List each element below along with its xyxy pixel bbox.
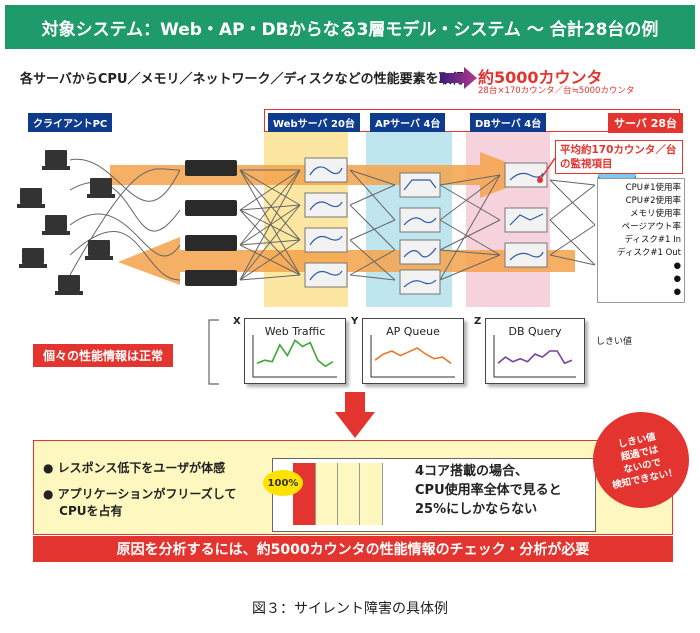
- core-explanation: 4コア搭載の場合、 CPU使用率全体で見ると 25%にしかならない: [415, 462, 562, 519]
- chart-title: DB Query: [508, 325, 562, 338]
- counter-sub: 28台×170カウンタ／台≒5000カウンタ: [478, 86, 635, 96]
- chart-line-web: [252, 335, 337, 378]
- chart-axis: [493, 335, 576, 378]
- cpu-core-idle: [359, 463, 383, 525]
- chart-web-traffic: Web Traffic: [244, 318, 346, 384]
- metric-item: ページアウト率: [621, 222, 681, 232]
- normal-status-label: 個々の性能情報は正常: [33, 344, 174, 367]
- cpu-core-idle: [337, 463, 360, 525]
- chart-line-db: [493, 335, 576, 378]
- bullet-response: ● レスポンス低下をユーザが体感: [43, 461, 226, 475]
- down-arrow-icon: [335, 392, 375, 438]
- server-total-label: サーバ 28台: [608, 113, 684, 133]
- bullet-freeze: ● アプリケーションがフリーズして: [43, 487, 237, 501]
- client-laptops: [17, 150, 115, 295]
- threshold-label: しきい値: [596, 337, 633, 347]
- cpu-panel: [272, 458, 596, 532]
- metric-item: ディスク#1 In: [624, 235, 681, 245]
- conclusion-banner: 原因を分析するには、約5000カウンタの性能情報のチェック・分析が必要: [33, 536, 673, 562]
- page-title: 対象システム：Web・AP・DBからなる3層モデル・システム ～ 合計28台の例: [41, 19, 659, 40]
- chart-line-ap: [370, 335, 455, 378]
- metric-item: メモリ使用率: [629, 209, 681, 219]
- chart-title: AP Queue: [386, 325, 440, 338]
- metric-item: ●: [673, 274, 681, 284]
- chart-bracket: [208, 319, 219, 385]
- client-pc-label: クライアントPC: [28, 113, 113, 132]
- core-line: 4コア搭載の場合、: [415, 464, 529, 479]
- server-units: [304, 157, 548, 295]
- axis-letter-z: Z: [474, 316, 482, 327]
- chart-ap-queue: AP Queue: [362, 318, 464, 384]
- cpu-core-idle: [315, 463, 338, 525]
- response-arrow: [118, 237, 575, 285]
- metric-item: ●: [673, 287, 681, 297]
- chart-title: Web Traffic: [264, 325, 326, 338]
- chart-axis: [252, 335, 337, 378]
- chart-axis: [370, 335, 455, 378]
- metric-item: ディスク#1 Out: [616, 248, 681, 258]
- counter-main: 約5000カウンタ: [478, 68, 603, 87]
- metric-item: CPU#1使用率: [625, 183, 681, 193]
- chart-series-line: [374, 347, 452, 364]
- title-bar: 対象システム：Web・AP・DBからなる3層モデル・システム ～ 合計28台の例: [5, 5, 695, 49]
- db-server-label: DBサーバ 4台: [470, 113, 547, 132]
- arrow-right-icon: [440, 67, 477, 89]
- axis-letter-y: Y: [351, 316, 359, 327]
- chart-db-query: DB Query: [485, 318, 585, 384]
- metric-item: CPU#2使用率: [625, 196, 681, 206]
- metric-item: ●: [673, 261, 681, 271]
- chart-series-line: [497, 350, 573, 365]
- avg-counter-box: 平均約170カウンタ／台の監視項目: [555, 140, 683, 174]
- core-line: 25%にしかならない: [415, 502, 538, 517]
- bullet-cpu: CPUを占有: [43, 504, 123, 518]
- axis-letter-x: X: [233, 316, 241, 327]
- web-server-label: Webサーバ 20台: [268, 113, 360, 132]
- chart-series-line: [256, 339, 334, 368]
- core-line: CPU使用率全体で見ると: [415, 483, 562, 498]
- metric-list: CPU#1使用率 CPU#2使用率 メモリ使用率 ページアウト率 ディスク#1 …: [597, 178, 685, 303]
- ap-server-label: APサーバ 4台: [370, 113, 446, 132]
- network-switches: [185, 160, 237, 286]
- figure-caption: 図３：サイレント障害の具体例: [252, 601, 448, 617]
- subtitle: 各サーバからCPU／メモリ／ネットワーク／ディスクなどの性能要素を取得: [20, 72, 465, 87]
- cpu-100-badge: 100%: [263, 470, 303, 496]
